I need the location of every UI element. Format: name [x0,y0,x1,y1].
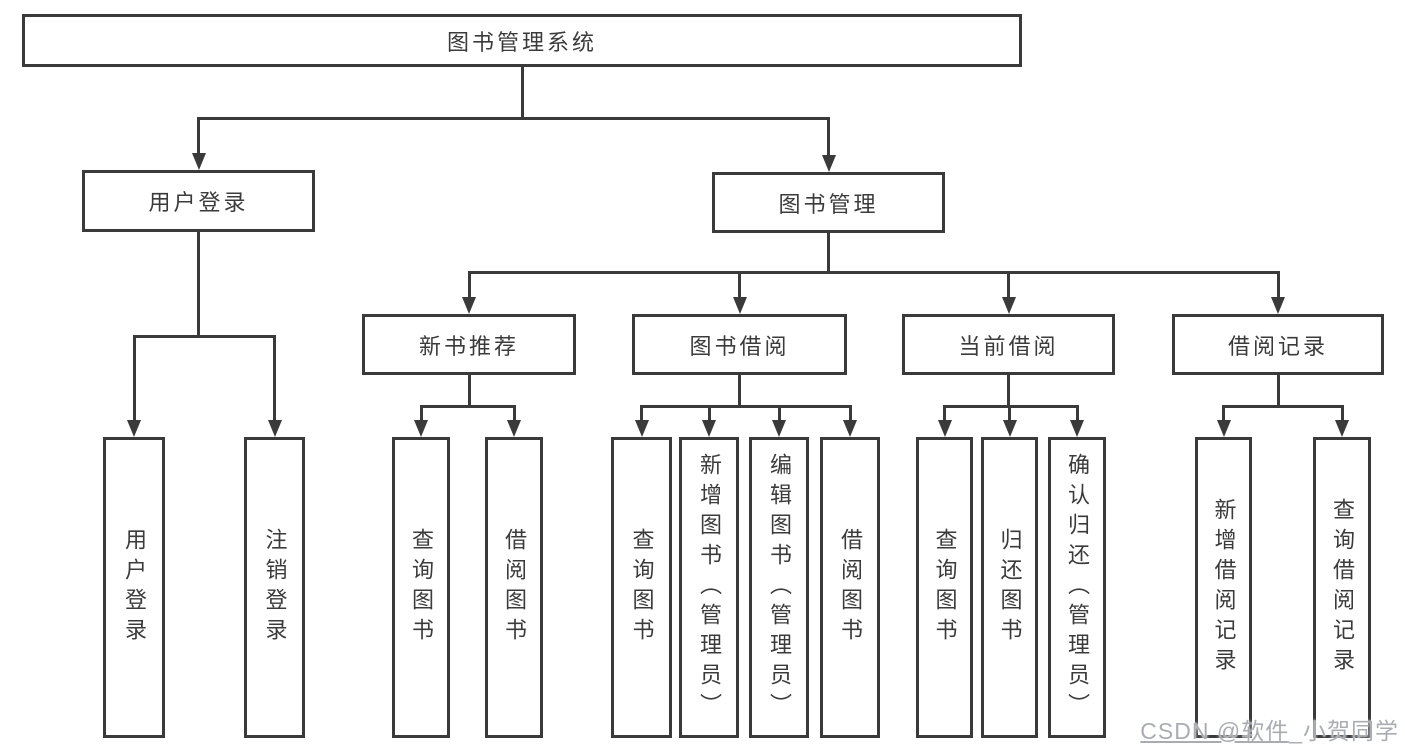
node-label: 当前借阅 [958,333,1059,359]
node-label: 借阅图书 [838,527,863,648]
arrowhead-icon [1001,297,1016,314]
connector-line [132,335,136,422]
leaf-logout: 注销登录 [244,437,305,738]
node-book-borrowing: 图书借阅 [632,314,847,375]
node-library-system: 图书管理系统 [22,14,1022,67]
arrowhead-icon [1070,420,1084,437]
connector-line [640,405,643,422]
connector-line [132,334,276,338]
connector-line [827,117,830,157]
arrowhead-icon [634,420,649,437]
connector-line [467,373,471,407]
node-label: 查询图书 [932,527,958,648]
leaf-query-books: 查询图书 [916,437,973,738]
node-label: 注销登录 [262,527,288,648]
arrowhead-icon [191,153,206,170]
node-label: 新书推荐 [418,333,519,359]
connector-line [467,271,471,299]
connector-line [1340,405,1344,422]
connector-line [520,65,524,119]
leaf-query-books: 查询图书 [611,437,672,738]
arrowhead-icon [1002,420,1017,437]
node-label: 归还图书 [997,527,1023,648]
connector-line [1007,271,1010,299]
connector-line [197,230,200,337]
node-book-management: 图书管理 [712,172,945,233]
connector-line [707,405,711,422]
connector-line [738,271,741,299]
connector-line [1008,405,1011,422]
connector-line [197,117,200,155]
connector-line [738,373,741,407]
node-label: 查询图书 [409,527,434,648]
node-new-book-recommend: 新书推荐 [362,314,576,375]
arrowhead-icon [732,297,747,314]
node-label: 新增借阅记录 [1211,497,1237,678]
node-label: 新增图书（管理员） [697,452,722,723]
connector-line [1276,271,1280,299]
leaf-borrow-books: 借阅图书 [485,437,543,738]
arrowhead-icon [507,420,521,437]
connector-line [827,231,830,273]
node-user-login: 用户登录 [82,170,315,232]
connector-line [1075,405,1079,422]
watermark-suffix: _小贺同学 [1289,718,1399,744]
node-current-borrowing: 当前借阅 [902,314,1115,375]
leaf-query-borrow-record: 查询借阅记录 [1313,437,1371,738]
node-label: 图书管理 [778,191,879,217]
connector-line [419,405,423,422]
connector-line [943,405,946,422]
connector-line [467,270,1280,274]
connector-line [512,405,516,422]
node-label: 编辑图书（管理员） [767,452,792,723]
node-borrowing-records: 借阅记录 [1172,314,1384,375]
connector-line [1222,405,1225,422]
connector-line [197,116,830,120]
connector-line [1007,373,1010,407]
connector-line [1222,404,1344,408]
node-label: 图书管理系统 [446,29,597,55]
node-label: 借阅记录 [1227,333,1328,359]
arrowhead-icon [702,420,716,437]
arrowhead-icon [843,420,857,437]
connector-line [419,404,516,408]
leaf-edit-books-admin: 编辑图书（管理员） [749,437,809,738]
watermark-prefix: CSDN @软件 [1140,718,1290,744]
leaf-borrow-books: 借阅图书 [820,437,880,738]
leaf-return-books: 归还图书 [981,437,1038,738]
arrowhead-icon [414,420,428,437]
node-label: 用户登录 [148,190,249,215]
node-label: 查询图书 [629,527,655,648]
connector-line [777,405,781,422]
leaf-confirm-return-admin: 确认归还（管理员） [1048,437,1106,738]
node-label: 图书借阅 [689,333,790,359]
csdn-watermark: CSDN @软件_小贺同学 [1140,712,1399,746]
connector-line [273,335,276,422]
arrowhead-icon [772,420,786,437]
arrowhead-icon [1335,420,1349,437]
connector-line [1276,373,1280,407]
arrowhead-icon [821,155,836,172]
node-label: 用户登录 [122,527,147,648]
arrowhead-icon [267,420,282,437]
leaf-add-borrow-record: 新增借阅记录 [1195,437,1252,738]
arrowhead-icon [462,297,476,314]
connector-line [848,405,852,422]
node-label: 借阅图书 [502,527,527,648]
leaf-query-books: 查询图书 [392,437,450,738]
connector-line [640,404,852,408]
node-label: 确认归还（管理员） [1065,452,1090,723]
node-label: 查询借阅记录 [1330,497,1355,678]
arrowhead-icon [937,420,952,437]
leaf-add-books-admin: 新增图书（管理员） [679,437,739,738]
arrowhead-icon [1216,420,1231,437]
arrowhead-icon [1271,297,1285,314]
leaf-user-login: 用户登录 [103,437,165,738]
arrowhead-icon [127,420,141,437]
